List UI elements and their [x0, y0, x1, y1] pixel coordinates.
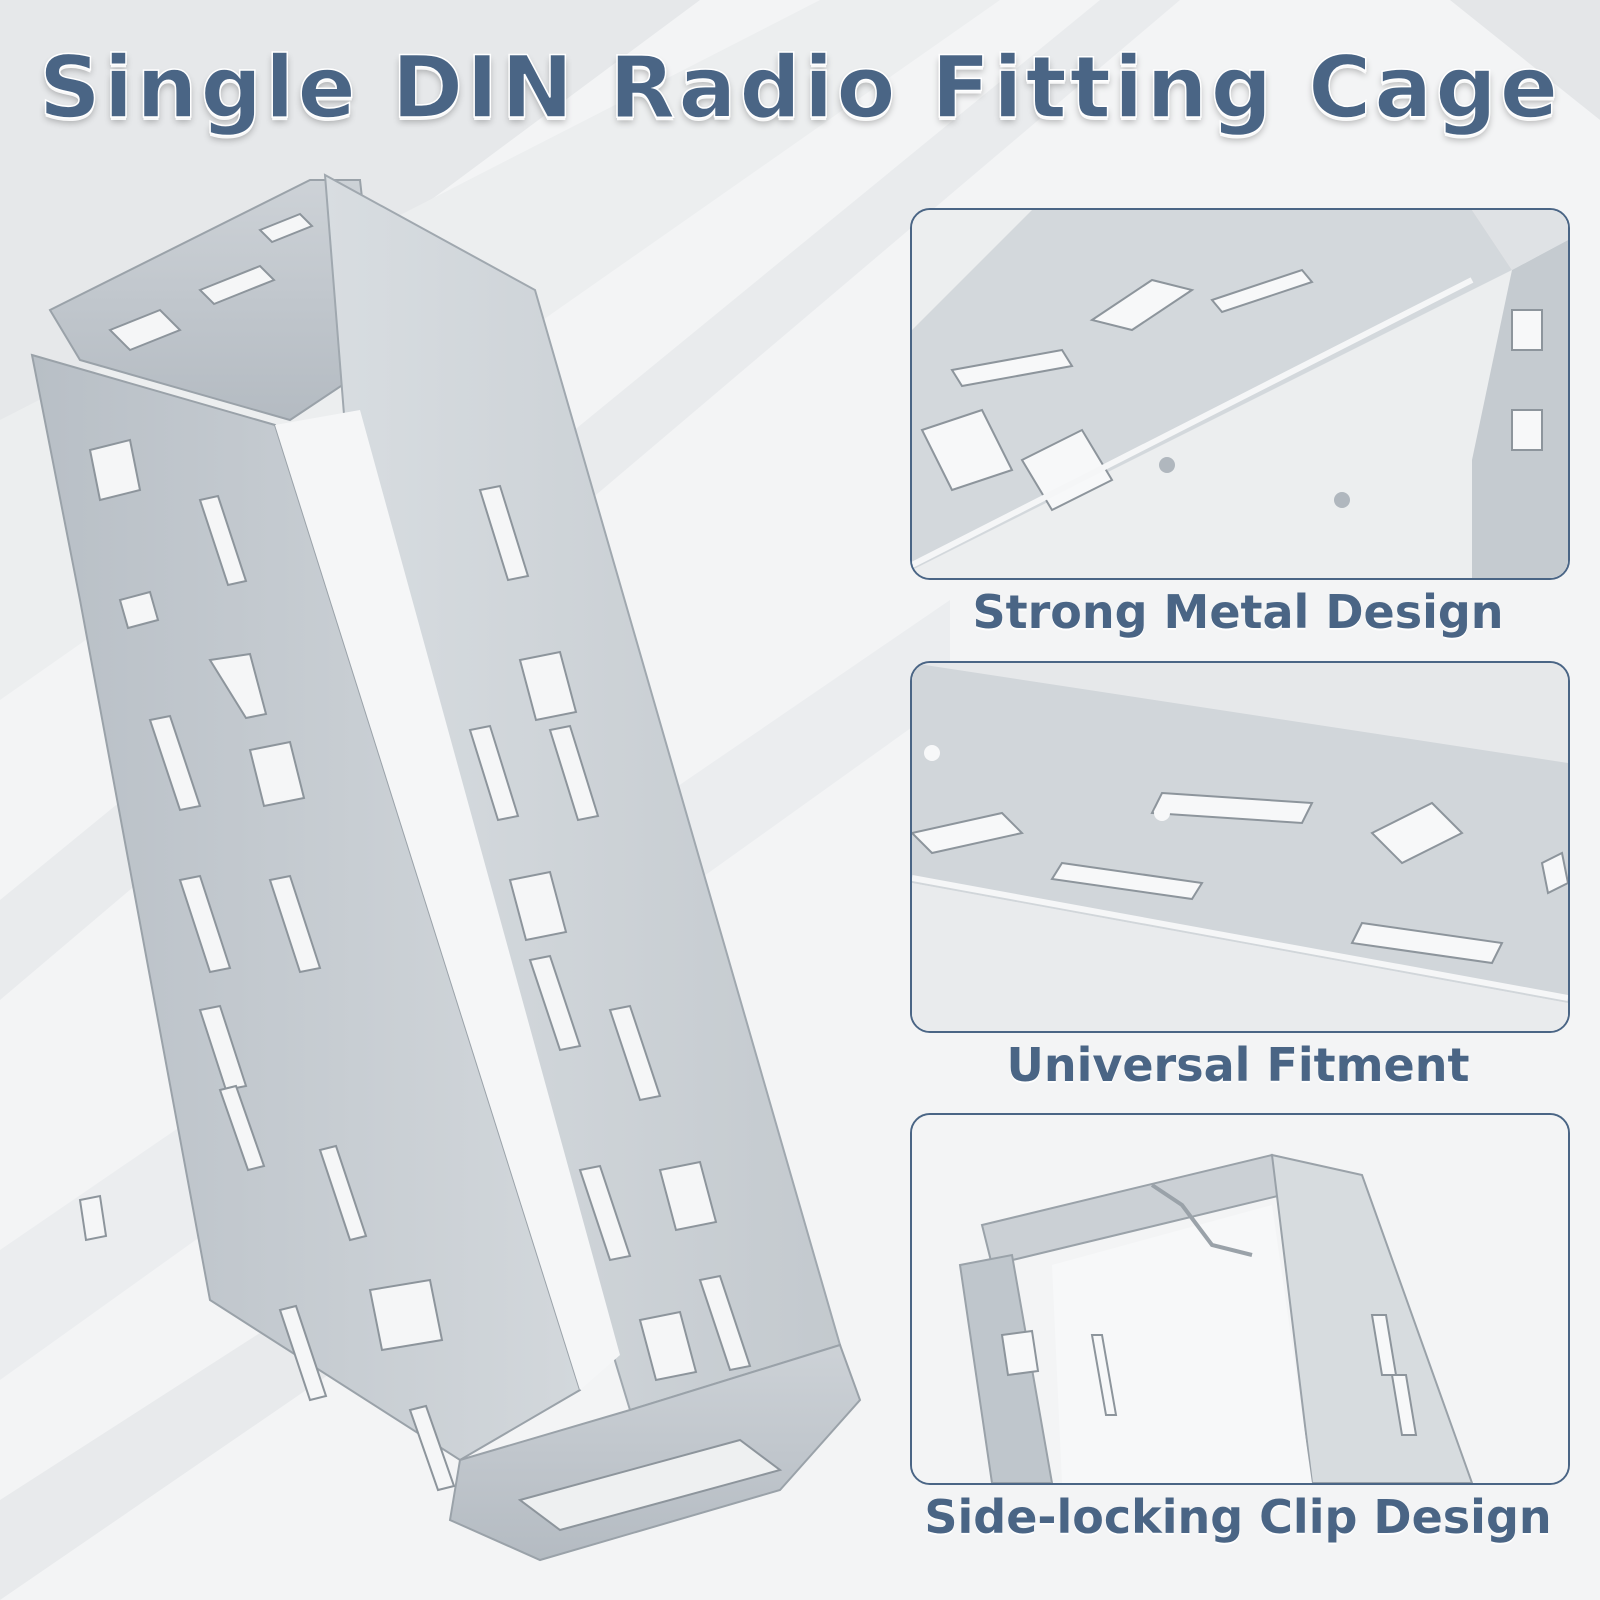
cage-clip-closeup-icon [912, 1115, 1568, 1483]
feature-image-1 [910, 208, 1570, 580]
page-title: Single DIN Radio Fitting Cage [38, 37, 1562, 139]
feature-caption-2: Universal Fitment [1006, 1038, 1470, 1092]
radio-cage-main-photo [30, 173, 862, 1562]
feature-caption-1: Strong Metal Design [972, 585, 1504, 639]
feature-image-3 [910, 1113, 1570, 1485]
cage-top-closeup-icon [912, 210, 1568, 578]
feature-image-2 [910, 661, 1570, 1033]
feature-caption-3: Side-locking Clip Design [924, 1490, 1552, 1544]
cage-side-closeup-icon [912, 663, 1568, 1031]
